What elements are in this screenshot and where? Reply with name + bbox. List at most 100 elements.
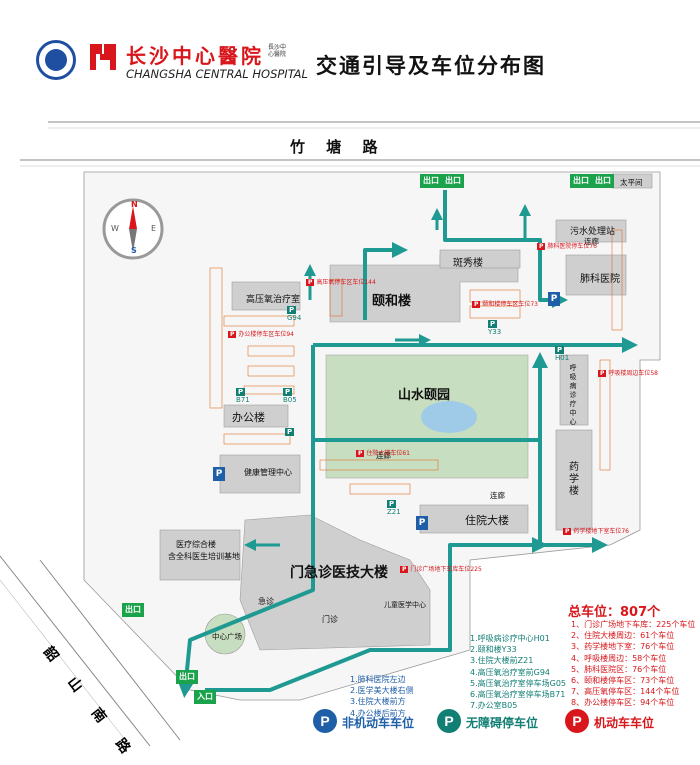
car-parking-tag: P 住院大楼车位61: [356, 450, 410, 457]
label-taiping: 太平间: [620, 178, 643, 187]
entrance-sign: 入口: [194, 690, 216, 704]
bike-item: 4.办公楼后前方: [350, 708, 406, 718]
car-parking-tag: P 高压氧停车区车位144: [306, 279, 376, 286]
route-entrance: [205, 537, 548, 692]
label-oxygen: 高压氧治疗室: [246, 295, 301, 305]
university-seal-icon: [36, 40, 76, 80]
campus-map: [0, 121, 700, 746]
legend-bike-label: 非机动车车位: [342, 716, 415, 730]
label-corridor-2: 连廊: [490, 491, 505, 500]
hospital-name-cn: 长沙中心醫院: [126, 44, 264, 68]
bike-parking-icon: P: [548, 292, 560, 306]
svg-text:P: P: [320, 713, 329, 729]
label-sewage: 污水处理站: [570, 227, 616, 237]
compass-s: S: [131, 246, 137, 255]
label-outpatient: 门诊: [322, 615, 338, 624]
route-main-west: [177, 345, 315, 698]
route-top-right: [443, 190, 568, 308]
bike-item: 1.肺科医院左边: [350, 675, 406, 684]
route-yihe-up: [363, 242, 408, 320]
car-parking-tag: P 药学楼地下室车位76: [563, 528, 629, 535]
label-emergency: 急诊: [258, 597, 274, 606]
total-parking-list: 1、门诊广场地下车库：225个车位 2、住院大楼周边：61个车位 3、药学楼地下…: [571, 619, 695, 709]
lung-hospital: [565, 254, 627, 296]
pharmacy-building: [555, 429, 593, 531]
accessible-item: 5.高压氧治疗室停车场G05: [470, 678, 567, 688]
total-item: 7、高压氧停车区：144个车位: [571, 687, 680, 697]
label-shanshui: 山水颐园: [398, 388, 451, 403]
accessible-item: 2.颐和楼Y33: [470, 645, 517, 655]
bike-parking-icon: P: [213, 467, 225, 481]
sewage-station: [555, 219, 627, 243]
car-parking-tag: P 肺科医院停车位76: [537, 243, 597, 250]
svg-text:P: P: [572, 713, 581, 729]
accessible-item: 1.呼吸病诊疗中心H01: [470, 634, 550, 643]
exit-sign-3: 出口: [570, 174, 592, 188]
car-legend-icon: P: [565, 709, 589, 733]
bike-legend-icon: P: [313, 709, 337, 733]
label-inpatient: 住院大楼: [465, 514, 509, 527]
total-item: 8、办公楼停车区：94个车位: [571, 698, 675, 708]
compass-n: N: [131, 200, 138, 209]
total-item: 6、颐和楼停车区：73个车位: [571, 676, 675, 686]
car-parking-tag: P 颐和楼停车区车位73: [472, 301, 538, 308]
exit-sign-2: 出口: [442, 174, 464, 188]
exit-sign-1: 出口: [420, 174, 442, 188]
accessible-item: 7.办公室B05: [470, 701, 518, 711]
pond: [421, 401, 477, 433]
label-health: 健康管理中心: [244, 468, 292, 477]
bike-parking-list: 1.肺科医院左边 2.医学美大楼右侧 3.住院大楼前方 4.办公楼后前方: [350, 674, 414, 719]
total-parking-title: 总车位：807个: [568, 605, 661, 620]
hospital-name-en: CHANGSHA CENTRAL HOSPITAL: [126, 67, 308, 81]
label-children: 儿童医学中心: [384, 601, 426, 609]
medcomplex-building: [159, 529, 241, 581]
road-top-label: 竹 塘 路: [290, 138, 386, 156]
respiratory-building: [559, 354, 589, 426]
label-lung: 肺科医院: [580, 274, 620, 285]
bike-item: 3.住院大楼前方: [350, 697, 406, 707]
accessible-parking-list: 1.呼吸病诊疗中心H01 2.颐和楼Y33 3.住院大楼前Z21 4.高压氧治疗…: [470, 633, 566, 711]
hospital-logo-icon: [90, 44, 116, 70]
svg-text:P: P: [444, 713, 453, 729]
label-corridor-3: 连廊: [584, 237, 599, 246]
label-pharmacy: 药学楼: [569, 462, 579, 497]
accessible-parking-tag: P: [285, 428, 295, 436]
label-yihe: 颐和楼: [372, 294, 412, 309]
compass-icon: [102, 198, 164, 260]
top-road: [20, 121, 700, 167]
legend-accessible-label: 无障碍停车位: [466, 716, 539, 730]
hospital-name-small: 長沙中心醫院: [268, 44, 287, 58]
exit-sign-left: 出口: [122, 603, 144, 617]
label-gallery: 斑秀楼: [453, 258, 483, 269]
label-center-plaza: 中心广场: [212, 632, 242, 641]
accessible-item: 3.住院大楼前Z21: [470, 656, 534, 666]
page-title: 交通引导及车位分布图: [316, 53, 546, 78]
label-medcomplex2: 含全科医生培训基地: [168, 552, 240, 561]
bike-item: 2.医学美大楼右侧: [350, 686, 414, 696]
exit-sign-4: 出口: [592, 174, 614, 188]
inpatient-building: [419, 504, 529, 534]
total-item: 3、药学楼地下室：76个车位: [571, 642, 675, 652]
university-seal-center: [45, 49, 67, 71]
label-clinic: 门急诊医技大楼: [290, 565, 388, 581]
gallery-building: [439, 249, 521, 269]
label-medcomplex: 医疗综合楼: [176, 540, 216, 549]
accessible-item: 6.高压氧治疗室停车场B71: [470, 690, 566, 700]
legend-car-label: 机动车车位: [594, 716, 655, 730]
left-road: [0, 555, 181, 746]
bike-parking-icon: P: [416, 516, 428, 530]
total-item: 2、住院大楼周边：61个车位: [571, 631, 675, 641]
compass-w: W: [111, 224, 119, 233]
health-center: [219, 454, 301, 494]
total-item: 5、肺科医院区：76个车位: [571, 664, 667, 674]
total-item: 1、门诊广场地下车库：225个车位: [571, 620, 696, 629]
accessible-item: 4.高压氧治疗室前G94: [470, 667, 551, 677]
total-item: 4、呼吸楼周边：58个车位: [571, 653, 667, 663]
label-corridor-1: 连廊: [376, 451, 391, 460]
car-parking-tag: P 门诊广场地下车库车位225: [400, 566, 482, 573]
exit-sign-bottom: 出口: [176, 670, 198, 684]
